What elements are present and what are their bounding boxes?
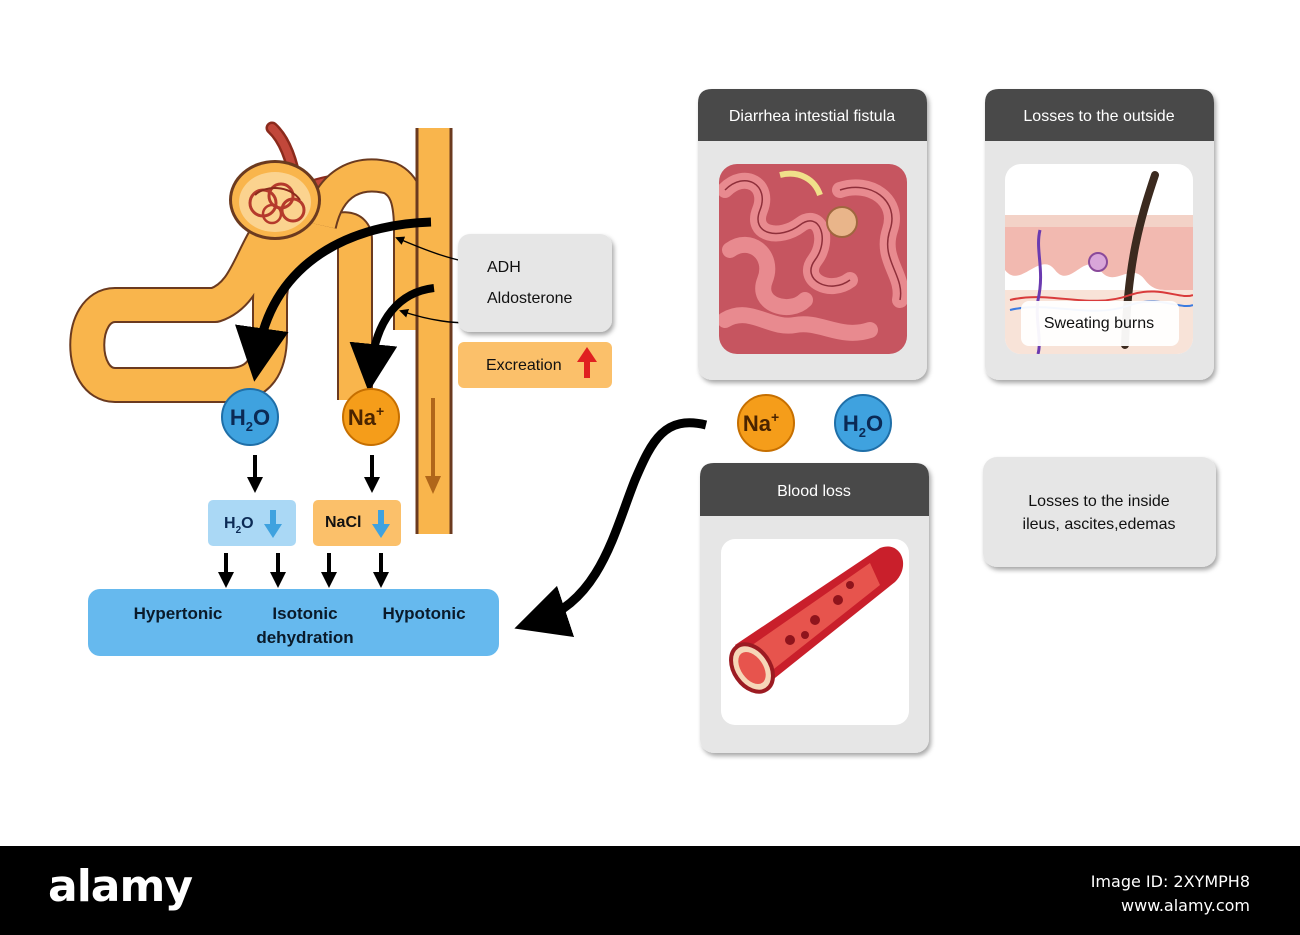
na-circle-right: Na+ [737,394,795,452]
card-blood-title: Blood loss [777,483,851,500]
arrow-up-icon [577,347,597,378]
dehydration-result-box [88,589,499,656]
h2o-box-sub: 2 [236,525,242,536]
card-diarrhea-title: Diarrhea intestial fistula [729,108,895,125]
nacl-label: NaCl [325,514,361,531]
excreation-box [458,342,612,388]
aldosterone-label: Aldosterone [487,290,572,307]
isotonic-label: Isotonic [272,604,337,623]
hypotonic-label: Hypotonic [382,604,465,623]
blood-vessel-illustration [721,539,909,725]
hormone-box [458,234,612,332]
svg-text:Na+: Na+ [348,403,384,430]
dehydration-label: dehydration [256,628,353,647]
svg-text:H2O: H2O [224,515,254,536]
na-circle: Na+ [342,388,400,446]
excreation-label: Excreation [486,357,562,374]
h2o-tail: O [253,405,270,430]
adh-label: ADH [487,259,521,276]
na-right-text: Na [743,411,772,436]
card-outside-title: Losses to the outside [1023,108,1174,125]
h2o-subscript: 2 [246,419,253,434]
h2o-right-sub: 2 [859,425,866,440]
inside-line1: Losses to the inside [1028,493,1170,510]
stock-site: www.alamy.com [1121,896,1250,915]
sweating-label-box [1021,301,1179,346]
h2o-circle: H2O [221,388,279,446]
intestine-illustration [719,164,907,354]
svg-text:H2O: H2O [230,405,270,434]
stock-logo: alamy [48,861,193,912]
na-text: Na [348,405,377,430]
hypertonic-label: Hypertonic [134,604,223,623]
arrow-down-icon [264,510,282,538]
sweating-label: Sweating burns [1044,315,1154,332]
h2o-right-tail: O [866,411,883,436]
svg-text:H2O: H2O [843,411,883,440]
svg-text:Na+: Na+ [743,409,779,436]
h2o-text: H [230,405,246,430]
down-arrows [247,455,380,493]
na-right-superscript: + [771,409,779,425]
loss-to-result-arrow [514,418,708,638]
nephron [69,121,453,534]
card-inside [983,457,1216,567]
h2o-box-tail: O [241,515,253,532]
stock-image-id: Image ID: 2XYMPH8 [1090,872,1250,891]
result-arrows [218,553,389,588]
stock-watermark-bar: alamy Image ID: 2XYMPH8 www.alamy.com [0,846,1300,935]
h2o-box-text: H [224,515,236,532]
stock-info: Image ID: 2XYMPH8 www.alamy.com [1091,870,1250,918]
inside-line2: ileus, ascites,edemas [1023,516,1176,533]
h2o-circle-right: H2O [834,394,892,452]
h2o-right-text: H [843,411,859,436]
na-superscript: + [376,403,384,419]
arrow-down-icon [372,510,390,538]
